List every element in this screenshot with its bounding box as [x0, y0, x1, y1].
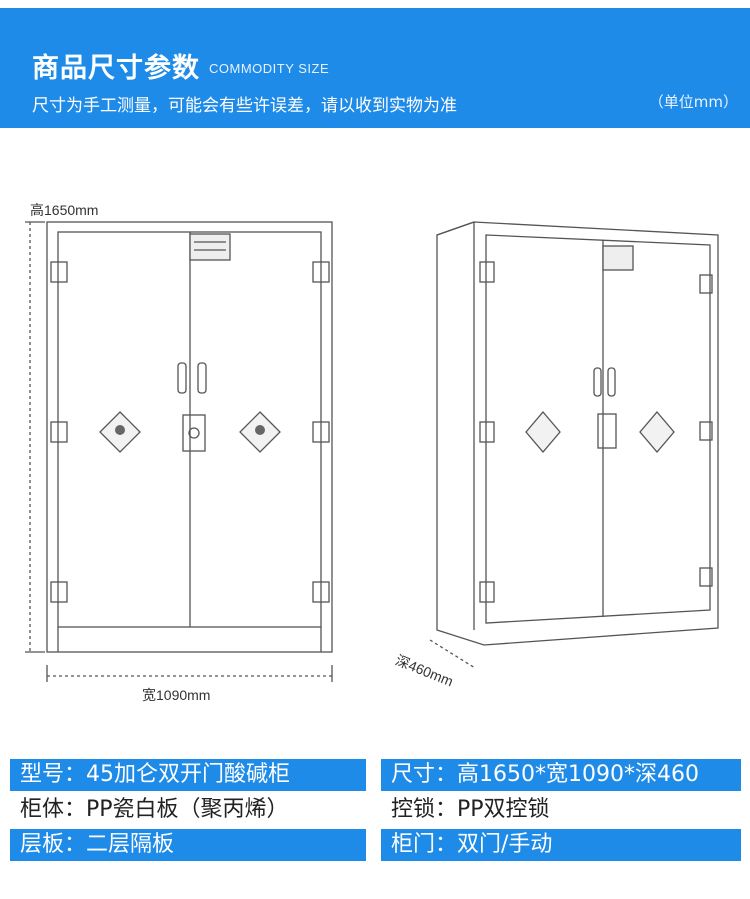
side-handle-right — [607, 367, 616, 397]
hinge-icon — [479, 581, 495, 603]
spec-door: 柜门：双门/手动 — [381, 829, 741, 861]
side-lock-icon — [597, 413, 617, 449]
hinge-icon — [50, 421, 68, 443]
spec-body: 柜体：PP瓷白板（聚丙烯） — [10, 794, 366, 826]
cabinet-figure: 高1650mm 宽1090mm 深460mm — [0, 190, 750, 710]
spec-table: 型号：45加仑双开门酸碱柜 尺寸：高1650*宽1090*深460 柜体：PP瓷… — [0, 755, 750, 865]
hinge-icon — [312, 581, 330, 603]
hinge-icon — [50, 581, 68, 603]
measurement-note: 尺寸为手工测量，可能会有些许误差，请以收到实物为准 — [32, 96, 457, 116]
side-door-frame — [485, 234, 711, 624]
spec-lock: 控锁：PP双控锁 — [381, 794, 741, 826]
hinge-icon — [699, 274, 713, 294]
corrosive-hazard-icon — [525, 410, 561, 454]
hinge-icon — [50, 261, 68, 283]
side-cabinet-outline — [436, 221, 719, 646]
page-title-en: COMMODITY SIZE — [209, 61, 330, 76]
corrosive-hazard-icon — [639, 410, 675, 454]
front-warning-label — [189, 233, 231, 261]
hinge-icon — [312, 421, 330, 443]
front-cabinet-body — [46, 221, 333, 653]
hinge-icon — [699, 567, 713, 587]
cabinet-drawings — [25, 221, 719, 682]
front-handle-left — [177, 362, 187, 394]
side-handle-left — [593, 367, 602, 397]
width-label: 宽1090mm — [142, 687, 211, 703]
depth-dim-line — [429, 639, 476, 669]
spec-size: 尺寸：高1650*宽1090*深460 — [381, 759, 741, 791]
height-label: 高1650mm — [30, 202, 99, 218]
page-title: 商品尺寸参数 — [32, 53, 200, 84]
side-warning-label — [602, 245, 634, 271]
hinge-icon — [312, 261, 330, 283]
front-handle-right — [197, 362, 207, 394]
spec-shelf: 层板：二层隔板 — [10, 829, 366, 861]
unit-note: （单位mm） — [648, 93, 738, 111]
hinge-icon — [699, 421, 713, 441]
hinge-icon — [479, 421, 495, 443]
hinge-icon — [479, 261, 495, 283]
spec-model: 型号：45加仑双开门酸碱柜 — [10, 759, 366, 791]
front-lock-icon — [182, 414, 206, 452]
header-banner: 商品尺寸参数 COMMODITY SIZE 尺寸为手工测量，可能会有些许误差，请… — [0, 8, 750, 128]
